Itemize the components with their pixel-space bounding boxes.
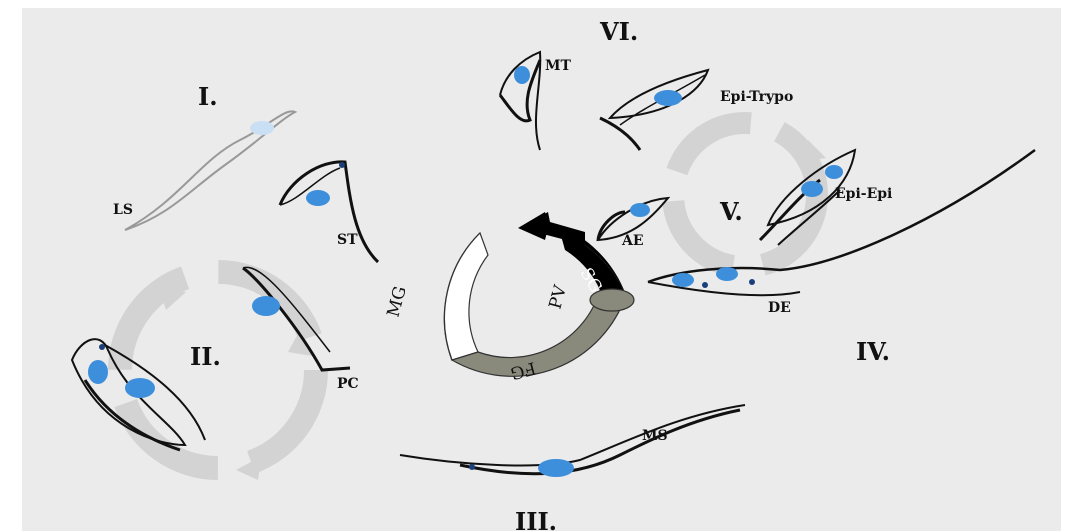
label-epi-trypo: Epi-Trypo	[720, 89, 793, 105]
label-pv: PV	[546, 283, 572, 312]
cycle-arrow-ii	[120, 272, 316, 480]
parasite-mt	[500, 52, 540, 150]
stage-label-vi: VI.	[599, 17, 638, 46]
stage-label-iv: IV.	[856, 337, 890, 366]
stage-label-i: I.	[198, 82, 218, 111]
label-mg: MG	[384, 284, 411, 319]
stage-label-ii: II.	[190, 342, 221, 371]
label-ls: LS	[113, 202, 133, 218]
stage-label-iii: III.	[515, 507, 557, 531]
stage-label-v: V.	[719, 197, 743, 226]
label-epi-epi: Epi-Epi	[835, 186, 892, 202]
label-st: ST	[337, 232, 358, 248]
label-de: DE	[768, 300, 791, 316]
tsetse-gut-diagram: MG PV FG SG	[384, 212, 634, 383]
proventriculus	[590, 289, 634, 311]
label-mt: MT	[545, 58, 571, 74]
label-ae: AE	[621, 233, 644, 249]
parasite-ms	[400, 405, 745, 477]
label-ms: MS	[642, 428, 668, 444]
label-pc: PC	[337, 376, 359, 392]
parasite-st	[280, 162, 378, 262]
parasite-ii-dividing	[72, 339, 205, 450]
parasite-ls	[125, 111, 295, 230]
